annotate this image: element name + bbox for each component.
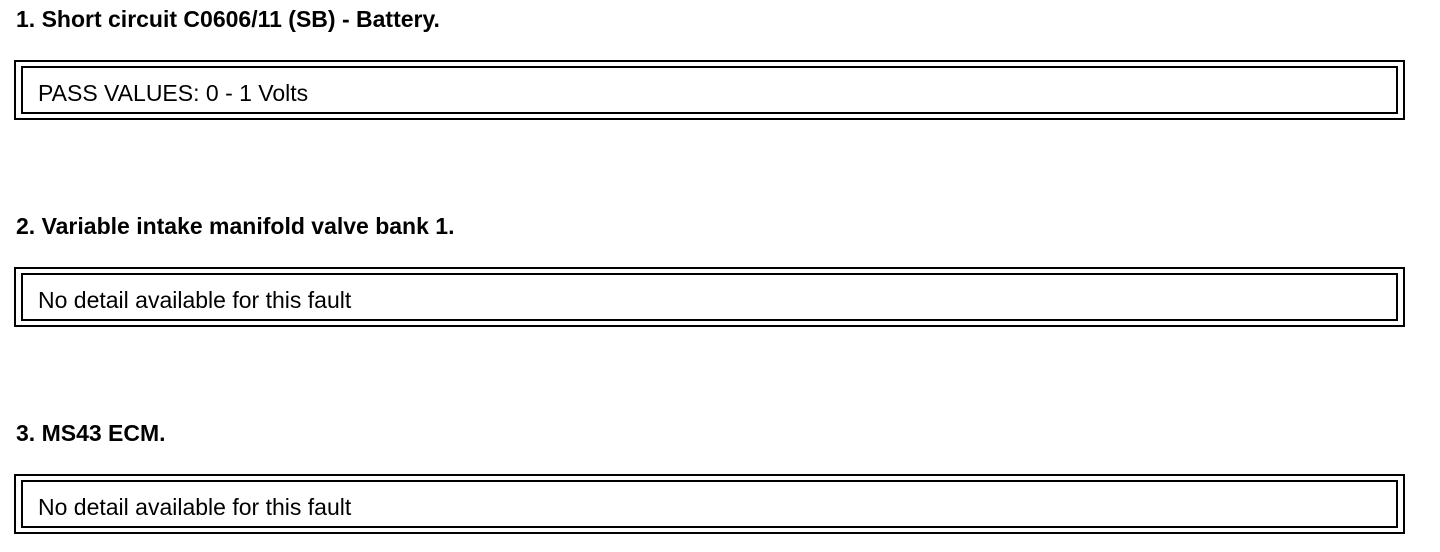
fault-detail-text: No detail available for this fault — [38, 494, 352, 520]
fault-heading: 2. Variable intake manifold valve bank 1… — [16, 213, 455, 239]
fault-heading: 3. MS43 ECM. — [16, 420, 166, 446]
fault-detail-inner-border: No detail available for this fault — [21, 480, 1398, 528]
fault-detail-box: No detail available for this fault — [14, 474, 1405, 534]
fault-detail-box: No detail available for this fault — [14, 267, 1405, 327]
fault-detail-inner-border: PASS VALUES: 0 - 1 Volts — [21, 66, 1398, 114]
fault-detail-text: PASS VALUES: 0 - 1 Volts — [38, 80, 309, 106]
fault-detail-box: PASS VALUES: 0 - 1 Volts — [14, 60, 1405, 120]
fault-detail-text: No detail available for this fault — [38, 287, 352, 313]
fault-detail-inner-border: No detail available for this fault — [21, 273, 1398, 321]
fault-heading: 1. Short circuit C0606/11 (SB) - Battery… — [16, 6, 440, 32]
